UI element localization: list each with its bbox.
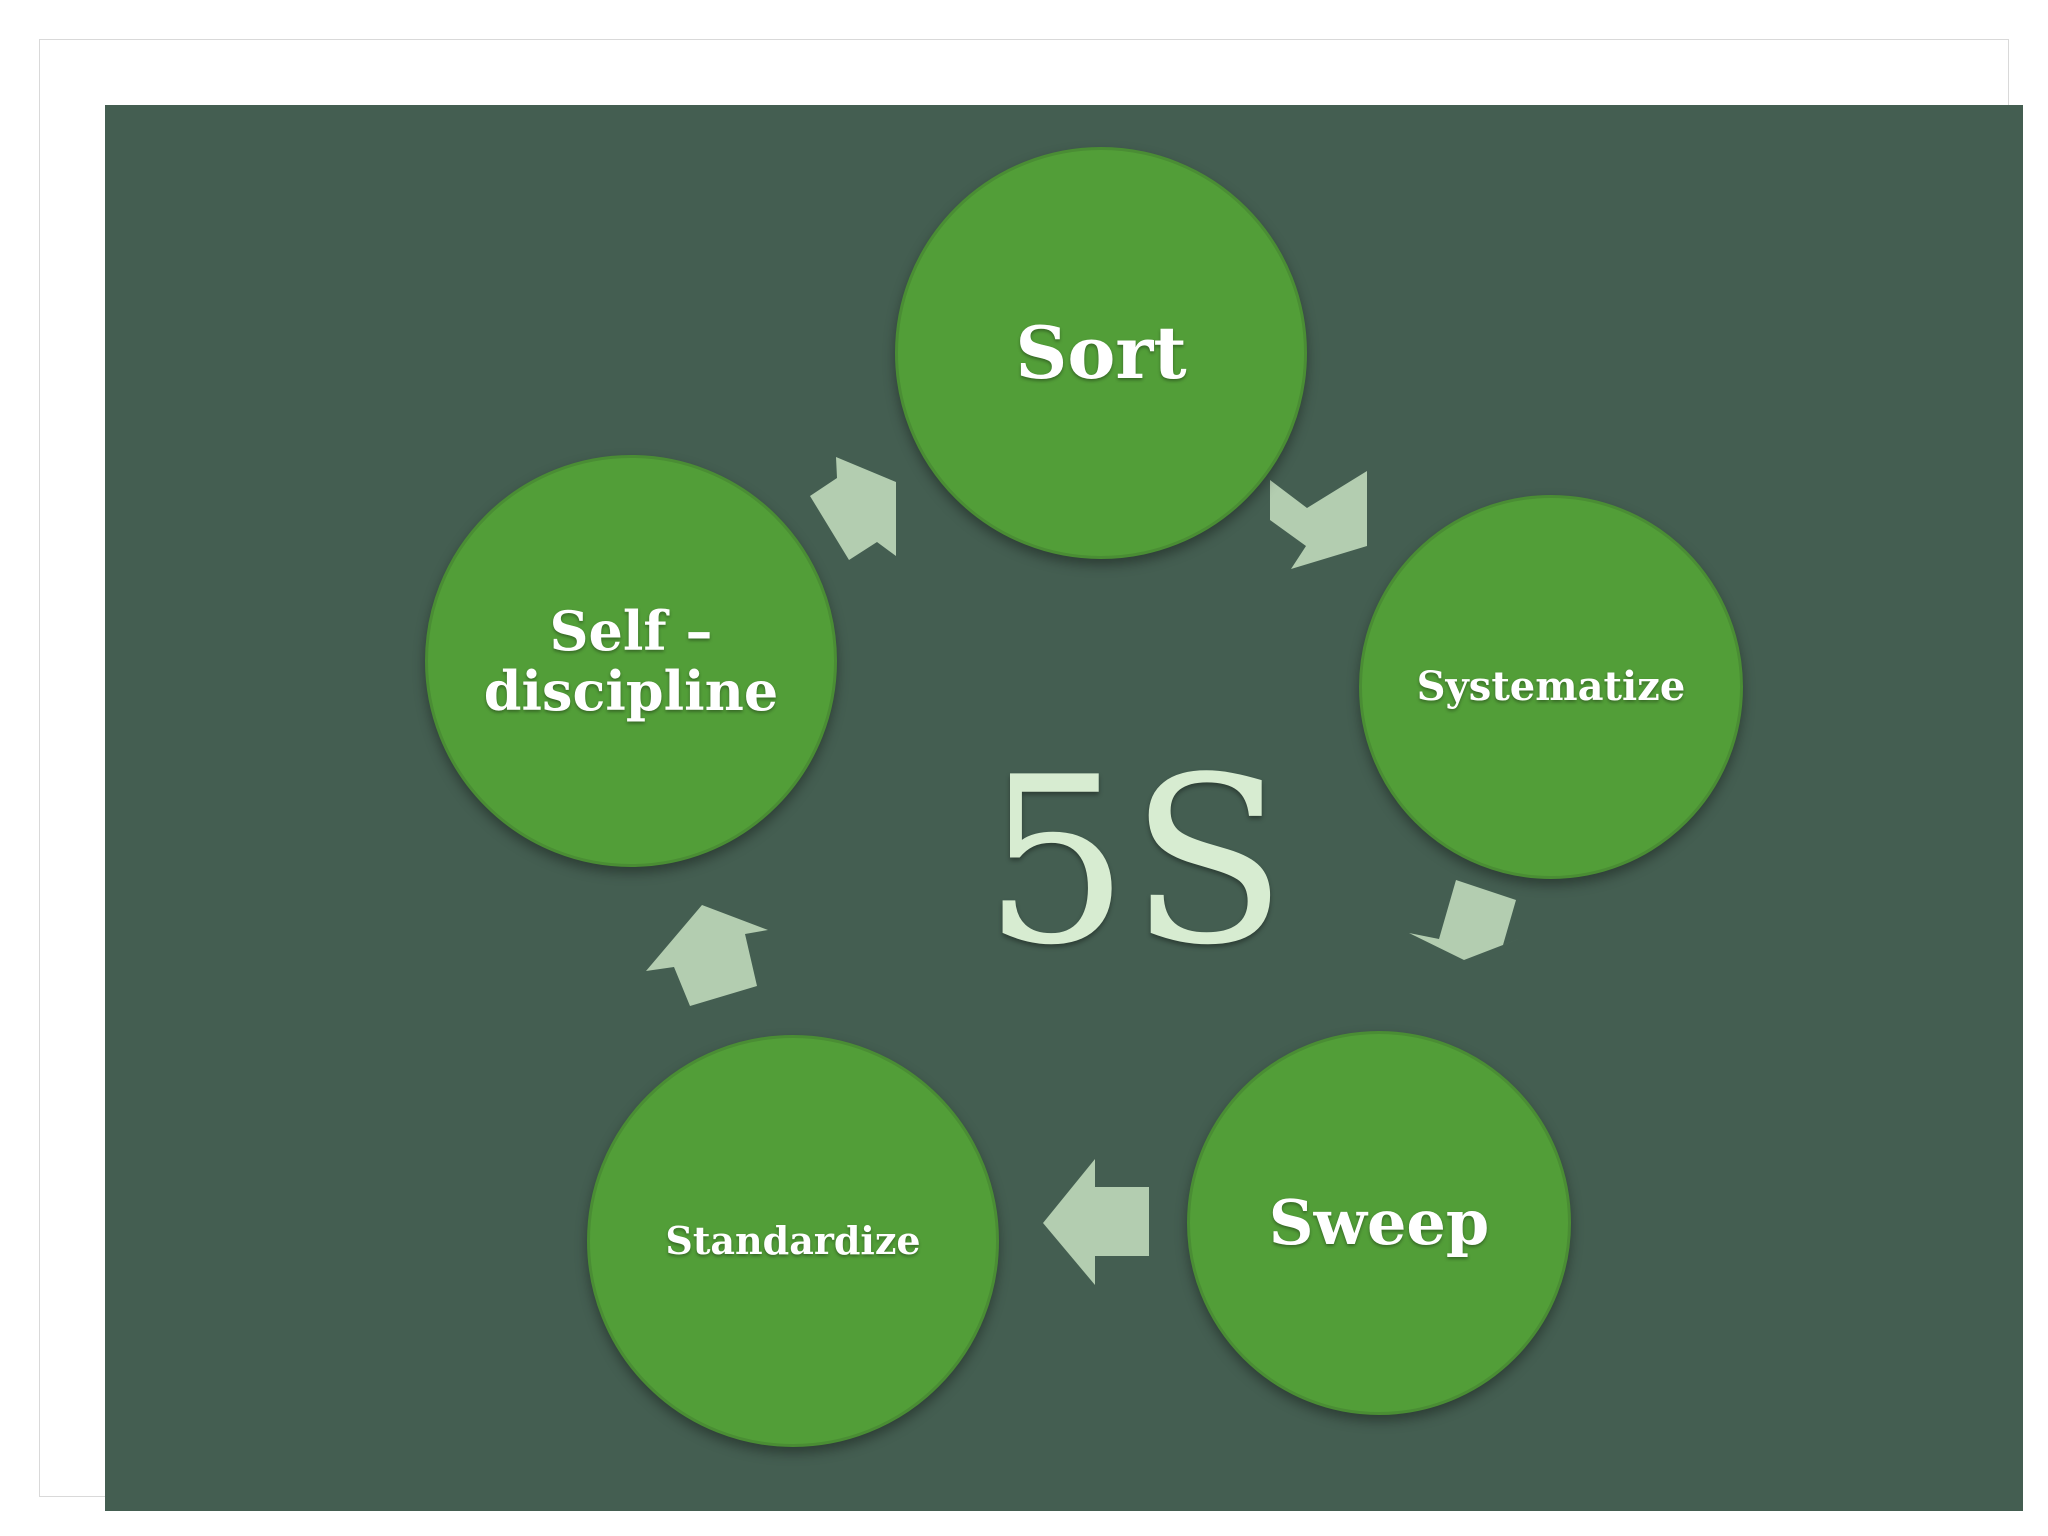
node-standardize: Standardize [587,1035,999,1447]
node-self-discipline-label: Self – discipline [483,598,779,723]
slide: Sort Systematize Sweep Standardize Self … [105,105,2023,1511]
arrow-sort-to-systematize [1270,471,1367,569]
node-sort-label: Sort [1015,309,1187,395]
center-label: 5S [983,729,1287,996]
node-sweep-label: Sweep [1268,1186,1490,1260]
arrow-systematize-to-sweep [1409,880,1529,960]
node-sweep: Sweep [1187,1031,1571,1415]
node-sort: Sort [895,147,1307,559]
node-systematize: Systematize [1359,495,1743,879]
node-self-discipline: Self – discipline [425,455,837,867]
slide-frame: Sort Systematize Sweep Standardize Self … [39,39,2023,1511]
node-standardize-label: Standardize [665,1217,921,1263]
arrow-standardize-to-self-discipline [646,905,768,1006]
node-systematize-label: Systematize [1416,662,1686,710]
cycle-arrows [646,457,1529,1285]
arrow-sweep-to-standardize [1043,1159,1149,1285]
arrow-self-discipline-to-sort [810,457,896,560]
